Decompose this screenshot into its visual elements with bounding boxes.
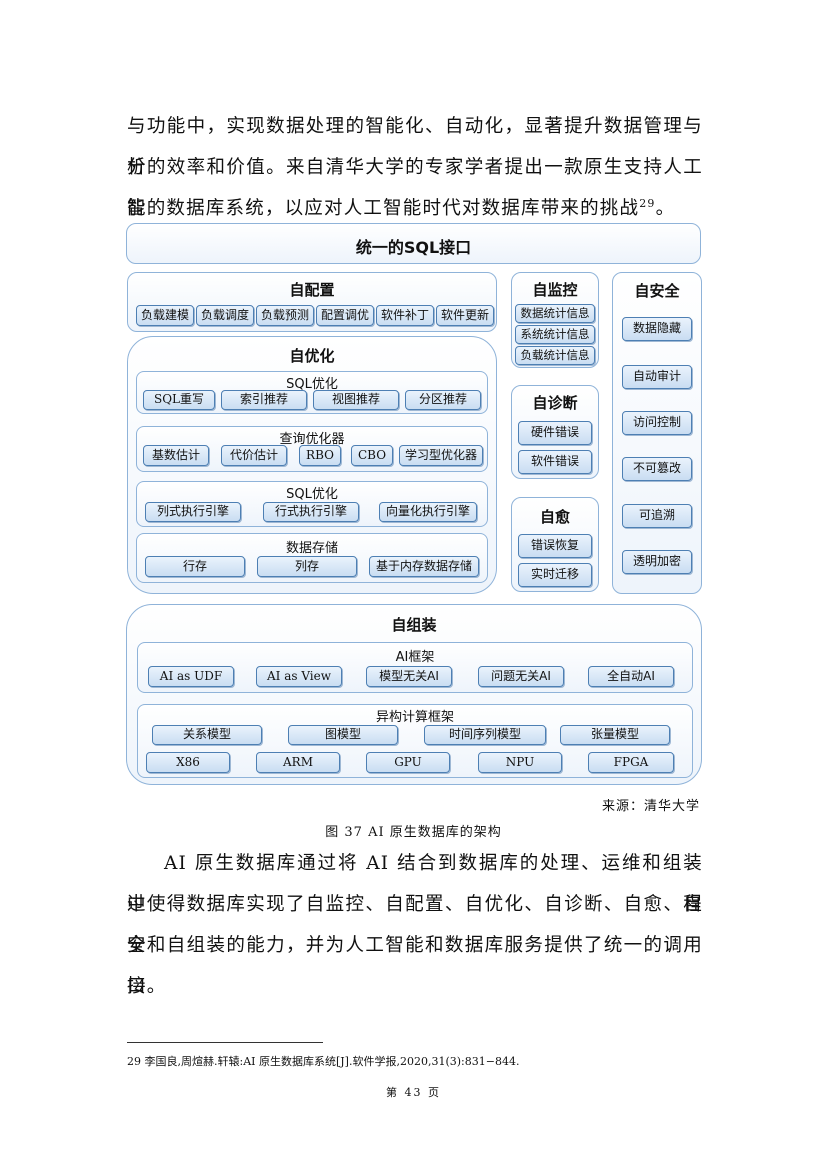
software-error-chip: 软件错误 bbox=[518, 450, 592, 474]
self-diagnose-panel: 自诊断 硬件错误 软件错误 bbox=[511, 385, 599, 479]
self-monitor-chip: 系统统计信息 bbox=[515, 325, 595, 344]
self-config-chip: 负载调度 bbox=[196, 305, 254, 326]
sql-optimize-title: SQL优化 bbox=[286, 377, 338, 392]
live-migration-chip: 实时迁移 bbox=[518, 563, 592, 587]
self-security-panel: 自安全 数据隐藏 自动审计 访问控制 不可篡改 可追溯 透明加密 bbox=[612, 272, 702, 594]
body-paragraph: AI 原生数据库通过将 AI 结合到数据库的处理、运维和组装过程 中使得数据库实… bbox=[127, 843, 703, 1007]
self-config-chip: 配置调优 bbox=[316, 305, 374, 326]
query-optimizer-title: 查询优化器 bbox=[279, 432, 345, 447]
page-number: 第 43 页 bbox=[386, 1086, 441, 1099]
self-monitor-chip: 负载统计信息 bbox=[515, 346, 595, 365]
cardinality-chip: 基数估计 bbox=[143, 445, 209, 466]
timeseries-model-chip: 时间序列模型 bbox=[424, 725, 546, 745]
view-recommend-chip: 视图推荐 bbox=[313, 390, 399, 410]
index-recommend-chip: 索引推荐 bbox=[221, 390, 307, 410]
body-line: 中使得数据库实现了自监控、自配置、自优化、自诊断、自愈、自安 bbox=[127, 894, 703, 956]
self-optimize-title: 自优化 bbox=[289, 347, 335, 365]
execution-engine-group: SQL优化 列式执行引擎 行式执行引擎 向量化执行引擎 bbox=[136, 481, 488, 527]
self-config-chip: 负载建模 bbox=[136, 305, 194, 326]
model-agnostic-ai-chip: 模型无关AI bbox=[366, 666, 452, 687]
body-line-last: 口。 bbox=[127, 976, 167, 997]
self-security-chip: 数据隐藏 bbox=[622, 317, 692, 341]
figure-caption: 图 37 AI 原生数据库的架构 bbox=[325, 825, 502, 840]
error-recovery-chip: 错误恢复 bbox=[518, 534, 592, 558]
figure-source: 来源：清华大学 bbox=[601, 799, 700, 814]
self-security-chip: 访问控制 bbox=[622, 411, 692, 435]
architecture-diagram: 统一的SQL接口 自配置 负载建模 负载调度 负载预测 配置调优 软件补丁 软件… bbox=[125, 222, 703, 787]
self-assemble-panel: 自组装 AI框架 AI as UDF AI as View 模型无关AI 问题无… bbox=[126, 604, 702, 785]
execution-engine-title: SQL优化 bbox=[286, 487, 338, 502]
self-security-chip: 不可篡改 bbox=[622, 457, 692, 481]
self-security-chip: 可追溯 bbox=[622, 504, 692, 528]
rbo-chip: RBO bbox=[299, 445, 341, 466]
self-config-chip: 软件补丁 bbox=[376, 305, 434, 326]
self-security-chip: 自动审计 bbox=[622, 365, 692, 389]
ai-udf-chip: AI as UDF bbox=[148, 666, 234, 687]
hetero-compute-title: 异构计算框架 bbox=[375, 710, 454, 725]
self-monitor-chip: 数据统计信息 bbox=[515, 304, 595, 323]
data-storage-group: 数据存储 行存 列存 基于内存数据存储 bbox=[136, 533, 488, 583]
hardware-error-chip: 硬件错误 bbox=[518, 421, 592, 445]
self-heal-panel: 自愈 错误恢复 实时迁移 bbox=[511, 497, 599, 592]
auto-ai-chip: 全自动AI bbox=[588, 666, 674, 687]
self-heal-title: 自愈 bbox=[539, 508, 570, 526]
intro-paragraph: 与功能中，实现数据处理的智能化、自动化，显著提升数据管理与分 析的效率和价值。来… bbox=[127, 106, 703, 229]
graph-model-chip: 图模型 bbox=[288, 725, 398, 745]
fpga-chip: FPGA bbox=[588, 752, 674, 773]
self-security-title: 自安全 bbox=[634, 282, 680, 300]
partition-recommend-chip: 分区推荐 bbox=[405, 390, 481, 410]
gpu-chip: GPU bbox=[366, 752, 450, 773]
row-engine-chip: 行式执行引擎 bbox=[263, 502, 359, 522]
npu-chip: NPU bbox=[478, 752, 562, 773]
data-storage-title: 数据存储 bbox=[285, 541, 338, 556]
intro-line-last: 能的数据库系统，以应对人工智能时代对数据库带来的挑战29。 bbox=[127, 196, 676, 219]
memory-store-chip: 基于内存数据存储 bbox=[369, 556, 479, 577]
sql-optimize-group: SQL优化 SQL重写 索引推荐 视图推荐 分区推荐 bbox=[136, 371, 488, 414]
footnote: 29 李国良,周煊赫.轩辕:AI 原生数据库系统[J].软件学报,2020,31… bbox=[127, 1055, 520, 1068]
self-config-panel: 自配置 负载建模 负载调度 负载预测 配置调优 软件补丁 软件更新 bbox=[127, 272, 497, 332]
self-optimize-panel: 自优化 SQL优化 SQL重写 索引推荐 视图推荐 分区推荐 查询优化器 基数估… bbox=[127, 336, 497, 594]
self-diagnose-title: 自诊断 bbox=[532, 394, 578, 412]
footnote-ref[interactable]: 29 bbox=[639, 196, 656, 210]
self-config-title: 自配置 bbox=[289, 281, 335, 299]
self-config-chip: 软件更新 bbox=[436, 305, 494, 326]
query-optimizer-group: 查询优化器 基数估计 代价估计 RBO CBO 学习型优化器 bbox=[136, 426, 488, 472]
intro-line: 析的效率和价值。来自清华大学的专家学者提出一款原生支持人工智 bbox=[127, 157, 703, 219]
self-monitor-panel: 自监控 数据统计信息 系统统计信息 负载统计信息 bbox=[511, 272, 599, 368]
sql-rewrite-chip: SQL重写 bbox=[143, 390, 215, 410]
vector-engine-chip: 向量化执行引擎 bbox=[379, 502, 477, 522]
x86-chip: X86 bbox=[146, 752, 230, 773]
column-engine-chip: 列式执行引擎 bbox=[145, 502, 241, 522]
intro-line: 与功能中，实现数据处理的智能化、自动化，显著提升数据管理与分 bbox=[127, 116, 703, 178]
ai-framework-title: AI框架 bbox=[395, 650, 435, 665]
hetero-compute-group: 异构计算框架 关系模型 图模型 时间序列模型 张量模型 X86 ARM GPU … bbox=[137, 704, 693, 778]
cost-chip: 代价估计 bbox=[221, 445, 287, 466]
ai-view-chip: AI as View bbox=[256, 666, 342, 687]
cbo-chip: CBO bbox=[351, 445, 393, 466]
self-assemble-title: 自组装 bbox=[391, 616, 437, 634]
problem-agnostic-ai-chip: 问题无关AI bbox=[478, 666, 564, 687]
relational-model-chip: 关系模型 bbox=[152, 725, 262, 745]
body-line: AI 原生数据库通过将 AI 结合到数据库的处理、运维和组装过程 bbox=[127, 853, 703, 915]
row-store-chip: 行存 bbox=[145, 556, 245, 577]
ai-framework-group: AI框架 AI as UDF AI as View 模型无关AI 问题无关AI … bbox=[137, 642, 693, 693]
body-line: 全和自组装的能力，并为人工智能和数据库服务提供了统一的调用接 bbox=[127, 935, 703, 997]
learned-optimizer-chip: 学习型优化器 bbox=[399, 445, 483, 466]
arm-chip: ARM bbox=[256, 752, 340, 773]
footnote-divider bbox=[127, 1042, 323, 1043]
self-config-chip: 负载预测 bbox=[256, 305, 314, 326]
self-security-chip: 透明加密 bbox=[622, 550, 692, 574]
column-store-chip: 列存 bbox=[257, 556, 357, 577]
unified-sql-interface: 统一的SQL接口 bbox=[126, 223, 701, 264]
self-monitor-title: 自监控 bbox=[532, 281, 578, 299]
tensor-model-chip: 张量模型 bbox=[560, 725, 670, 745]
unified-sql-interface-title: 统一的SQL接口 bbox=[355, 238, 472, 257]
